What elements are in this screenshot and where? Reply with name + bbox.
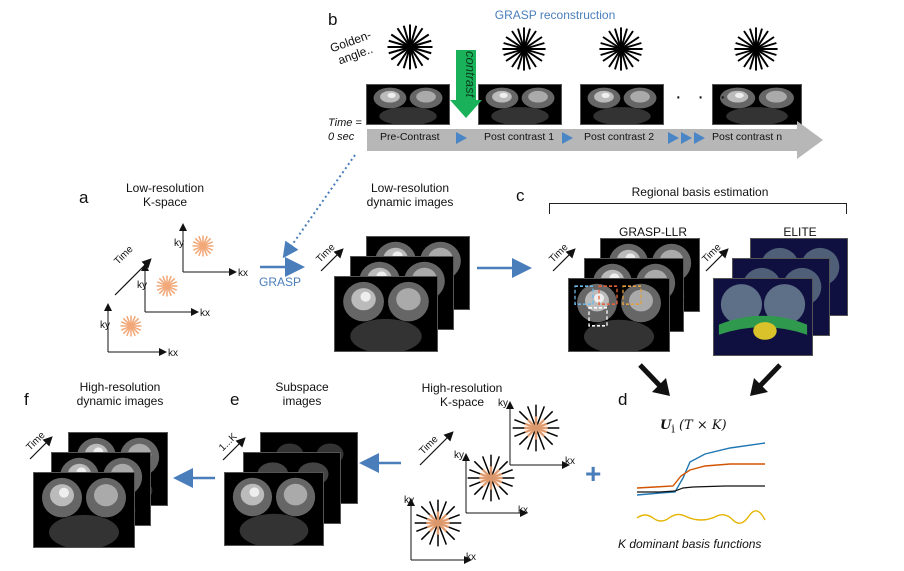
segment-post-contrast-1: Post contrast 1 xyxy=(484,131,555,143)
segment-pre-contrast: Pre-Contrast xyxy=(380,131,440,143)
time-arrow xyxy=(320,248,344,272)
ky-label: ky xyxy=(100,320,110,331)
grasp-llr-frame xyxy=(568,278,670,352)
grasp-llr-label: GRASP-LLR xyxy=(618,225,688,239)
segment-marker xyxy=(681,132,692,144)
basis-formula: Ui (T × K) xyxy=(660,418,727,436)
subspace-images-title: Subspace images xyxy=(275,380,329,408)
post-contrast-image xyxy=(478,84,562,125)
panel-d-letter: d xyxy=(618,390,628,409)
to-basis-arrow xyxy=(477,258,532,278)
grasp-arrow-label: GRASP xyxy=(258,275,301,289)
golden-angle-star-icon xyxy=(500,25,548,73)
regional-basis-title: Regional basis estimation xyxy=(631,185,769,199)
panel-a-letter: a xyxy=(79,188,89,207)
panel-b-letter: b xyxy=(328,10,338,29)
basis-curve-blue xyxy=(636,442,766,496)
ky-label: ky xyxy=(404,495,414,506)
to-highres-arrow xyxy=(173,468,215,488)
golden-angle-star-icon xyxy=(732,25,780,73)
formula-u: U xyxy=(660,418,672,433)
kx-label: kx xyxy=(200,308,210,319)
time-zero-label: Time = 0 sec xyxy=(328,117,362,143)
segment-marker xyxy=(562,132,573,144)
golden-angle-star-icon xyxy=(597,25,645,73)
basis-curve-black xyxy=(637,485,765,493)
ky-label: ky xyxy=(454,450,464,461)
plus-sign: + xyxy=(585,458,602,489)
regional-bracket xyxy=(549,203,847,214)
segment-marker xyxy=(694,132,705,144)
kx-label: kx xyxy=(238,268,248,279)
high-res-kspace-title: High-resolution K-space xyxy=(421,381,503,409)
contrast-arrow xyxy=(456,50,476,102)
time-arrow xyxy=(552,248,576,272)
time-arrow xyxy=(29,436,53,460)
high-res-frame xyxy=(33,472,135,548)
contrast-arrow-head xyxy=(450,100,482,118)
dynamic-image-frame xyxy=(334,276,438,352)
timeline-arrow-head xyxy=(797,121,823,159)
panel-c-letter: c xyxy=(516,186,525,205)
kx-label: kx xyxy=(168,348,178,359)
ky-label: ky xyxy=(137,280,147,291)
basis-caption: K dominant basis functions xyxy=(618,537,762,551)
low-res-dynamic-title: Low-resolution dynamic images xyxy=(366,181,454,209)
to-subspace-arrow xyxy=(359,453,401,473)
subspace-image-frame xyxy=(224,472,324,546)
grasp-arrows xyxy=(260,154,356,277)
segment-marker xyxy=(456,132,467,144)
high-res-dynamic-title: High-resolution dynamic images xyxy=(76,380,164,408)
low-res-kspace-diagram xyxy=(104,223,237,356)
ellipsis: · · · xyxy=(675,86,732,108)
panel-e-letter: e xyxy=(230,390,240,409)
contrast-label: contrast xyxy=(463,51,478,98)
formula-dims: (T × K) xyxy=(674,418,727,433)
segment-marker xyxy=(668,132,679,144)
grasp-reconstruction-title: GRASP reconstruction xyxy=(494,8,616,22)
high-res-kspace-diagram xyxy=(407,401,570,564)
elite-frame xyxy=(713,278,813,356)
k-axis-arrow xyxy=(222,437,246,461)
low-res-kspace-title: Low-resolution K-space xyxy=(125,181,205,209)
panel-f-letter: f xyxy=(24,390,29,409)
basis-functions-plot xyxy=(636,442,766,524)
segment-post-contrast-n: Post contrast n xyxy=(712,131,783,143)
kx-label: kx xyxy=(466,552,476,563)
pre-contrast-image xyxy=(366,84,450,125)
basis-curve-yellow xyxy=(636,510,766,524)
ky-label: ky xyxy=(174,238,184,249)
golden-angle-label: Golden- angle.. xyxy=(328,27,375,68)
kx-label: kx xyxy=(565,456,575,467)
kx-label: kx xyxy=(518,505,528,516)
time-arrow xyxy=(705,248,729,272)
post-contrast-image xyxy=(712,84,802,125)
post-contrast-image xyxy=(580,84,664,125)
to-basis-functions-arrows xyxy=(638,363,782,396)
golden-angle-star-icon xyxy=(385,22,435,72)
formula-sub: i xyxy=(671,422,675,436)
basis-curve-orange xyxy=(636,463,765,489)
ky-label: ky xyxy=(498,398,508,409)
elite-label: ELITE xyxy=(783,225,817,239)
segment-post-contrast-2: Post contrast 2 xyxy=(584,131,655,143)
